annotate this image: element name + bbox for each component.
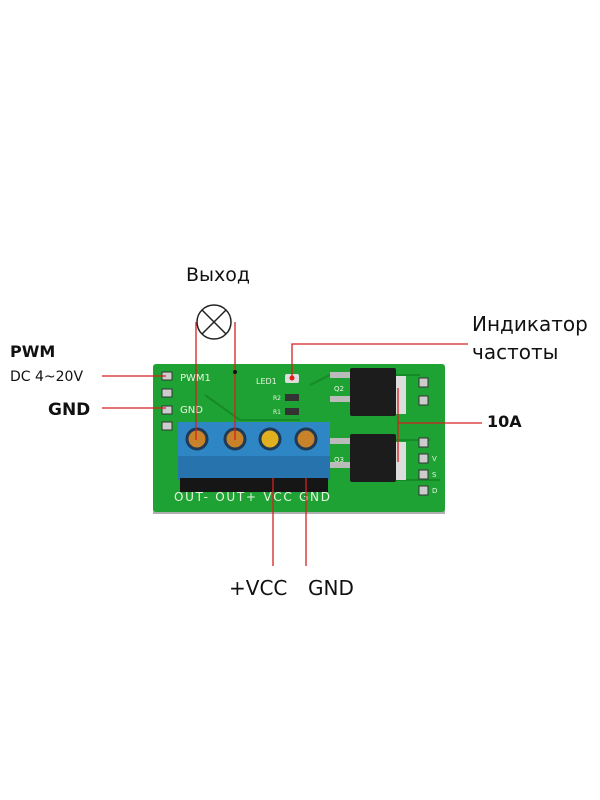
gnd-left-label: GND [48,400,91,420]
indicator-label-line1: Индикатор [472,312,588,336]
mosfet-q2 [330,368,406,416]
indicator-label-line2: частоты [472,340,559,364]
callout-lines [102,322,482,566]
silk-led1: LED1 [256,377,277,386]
mosfet-q3 [330,434,406,482]
current-label: 10A [487,412,522,431]
silk-d: D [432,487,437,495]
gnd-bottom-label: GND [308,576,354,600]
silk-q2: Q2 [334,385,344,393]
silk-gnd: GND [180,405,203,416]
pcb-board: PWM1 GND LED1 R2 R1 Q3 V S D OUT- OUT+ V… [153,364,445,514]
silk-v: V [432,455,437,463]
vcc-bottom-label: +VCC [229,576,288,600]
output-label: Выход [186,264,251,286]
silk-q3: Q3 [334,456,344,464]
pwm-label: PWM [10,342,56,361]
silk-r1: R1 [273,409,281,416]
lamp-icon [196,304,232,340]
silk-r2: R2 [273,395,281,402]
terminal-block [178,422,330,492]
silk-terminals: OUT- OUT+ VCC GND [174,490,330,504]
silk-s: S [432,471,437,479]
pwm-range-label: DC 4~20V [10,369,84,385]
